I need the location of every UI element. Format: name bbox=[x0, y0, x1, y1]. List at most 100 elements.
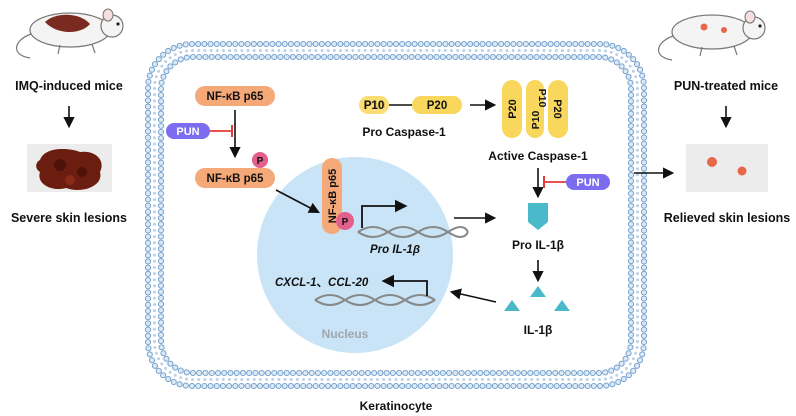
membrane-lipid-head bbox=[337, 382, 344, 390]
membrane-lipid-head bbox=[324, 40, 332, 48]
membrane-lipid-tail bbox=[437, 377, 441, 381]
membrane-lipid-tail bbox=[635, 167, 639, 171]
membrane-lipid-tail bbox=[153, 272, 157, 276]
membrane-lipid-head bbox=[144, 84, 152, 92]
membrane-lipid-head bbox=[633, 362, 641, 369]
membrane-lipid-tail bbox=[289, 377, 293, 381]
membrane-lipid-head bbox=[640, 190, 648, 197]
membrane-lipid-head bbox=[627, 79, 634, 86]
membrane-lipid-head bbox=[238, 40, 245, 48]
membrane-lipid-head bbox=[504, 382, 511, 390]
membrane-lipid-head bbox=[436, 382, 443, 390]
membrane-lipid-tail bbox=[153, 265, 157, 269]
membrane-lipid-head bbox=[264, 369, 272, 377]
membrane-lipid-head bbox=[312, 40, 319, 48]
membrane-lipid-tail bbox=[548, 48, 552, 52]
membrane-lipid-head bbox=[627, 104, 635, 111]
membrane-lipid-head bbox=[300, 40, 307, 48]
membrane-lipid-head bbox=[636, 66, 644, 73]
membrane-lipid-head bbox=[627, 147, 635, 154]
membrane-lipid-head bbox=[636, 357, 644, 364]
membrane-lipid-head bbox=[640, 320, 648, 327]
membrane-lipid-head bbox=[312, 382, 319, 390]
membrane-lipid-tail bbox=[215, 48, 219, 52]
pro-caspase-p10-text: P10 bbox=[364, 100, 384, 112]
pun-inhibitor-caspase-label: PUN bbox=[576, 177, 599, 189]
membrane-lipid-tail bbox=[603, 377, 607, 381]
membrane-lipid-head bbox=[144, 103, 152, 110]
membrane-lipid-tail bbox=[493, 377, 497, 381]
membrane-lipid-head bbox=[256, 40, 264, 48]
membrane-lipid-tail bbox=[635, 204, 639, 208]
membrane-lipid-tail bbox=[635, 99, 639, 103]
membrane-lipid-head bbox=[269, 40, 276, 48]
membrane-lipid-head bbox=[577, 53, 584, 61]
membrane-lipid-head bbox=[157, 331, 165, 338]
membrane-lipid-tail bbox=[474, 377, 478, 381]
membrane-lipid-head bbox=[343, 40, 350, 48]
membrane-lipid-head bbox=[214, 369, 222, 377]
membrane-lipid-tail bbox=[585, 377, 589, 381]
membrane-lipid-head bbox=[553, 382, 560, 390]
membrane-lipid-head bbox=[355, 382, 362, 390]
membrane-lipid-tail bbox=[179, 376, 183, 380]
membrane-lipid-head bbox=[627, 325, 635, 332]
membrane-lipid-head bbox=[157, 288, 165, 295]
membrane-lipid-head bbox=[639, 351, 646, 358]
membrane-lipid-tail bbox=[635, 93, 639, 97]
membrane-lipid-head bbox=[374, 382, 381, 390]
membrane-lipid-tail bbox=[153, 87, 157, 91]
membrane-lipid-head bbox=[639, 72, 646, 79]
membrane-lipid-tail bbox=[628, 64, 632, 68]
membrane-lipid-head bbox=[609, 381, 616, 388]
membrane-lipid-head bbox=[383, 53, 390, 61]
membrane-lipid-head bbox=[622, 355, 629, 362]
membrane-lipid-head bbox=[640, 146, 648, 153]
membrane-lipid-head bbox=[314, 369, 321, 377]
membrane-lipid-head bbox=[640, 258, 648, 265]
membrane-lipid-head bbox=[213, 382, 220, 390]
membrane-lipid-head bbox=[148, 66, 156, 73]
membrane-lipid-head bbox=[620, 375, 627, 383]
membrane-lipid-head bbox=[464, 369, 471, 377]
membrane-lipid-head bbox=[564, 53, 571, 61]
pro-il1b-gene-label: Pro IL-1β bbox=[370, 244, 420, 256]
membrane-lipid-head bbox=[627, 178, 635, 185]
membrane-lipid-tail bbox=[499, 377, 503, 381]
membrane-lipid-head bbox=[522, 382, 529, 390]
membrane-lipid-tail bbox=[153, 148, 157, 152]
membrane-lipid-tail bbox=[369, 48, 373, 52]
membrane-lipid-tail bbox=[388, 48, 392, 52]
nfkb-p65-nuclear bbox=[322, 158, 342, 234]
membrane-lipid-tail bbox=[468, 377, 472, 381]
membrane-lipid-tail bbox=[153, 99, 157, 103]
membrane-lipid-head bbox=[622, 68, 629, 75]
membrane-lipid-head bbox=[627, 313, 635, 320]
membrane-lipid-head bbox=[352, 53, 359, 61]
membrane-lipid-head bbox=[489, 369, 496, 377]
membrane-lipid-head bbox=[196, 53, 203, 61]
membrane-lipid-tail bbox=[400, 377, 404, 381]
membrane-lipid-head bbox=[157, 221, 165, 228]
membrane-lipid-head bbox=[368, 382, 375, 390]
membrane-lipid-head bbox=[157, 337, 165, 345]
membrane-lipid-head bbox=[239, 369, 247, 377]
membrane-lipid-head bbox=[640, 215, 648, 222]
nfkb-p65-nuclear-label: NF-κB p65 bbox=[327, 169, 339, 223]
membrane-lipid-tail bbox=[153, 204, 157, 208]
membrane-lipid-head bbox=[271, 53, 278, 61]
membrane-lipid-head bbox=[510, 382, 517, 390]
membrane-lipid-head bbox=[583, 369, 590, 377]
pun-inhibitor-nfkb bbox=[166, 123, 210, 139]
membrane-lipid-head bbox=[308, 53, 315, 61]
membrane-lipid-head bbox=[558, 53, 565, 61]
membrane-lipid-tail bbox=[635, 247, 639, 251]
membrane-lipid-head bbox=[627, 202, 635, 209]
membrane-lipid-head bbox=[439, 369, 446, 377]
membrane-lipid-tail bbox=[153, 327, 157, 331]
membrane-lipid-head bbox=[202, 369, 209, 377]
pro-caspase-p10-box bbox=[359, 96, 389, 114]
chemokine-separator: 、 bbox=[317, 277, 329, 289]
phospho-cytoplasm-label: P bbox=[257, 156, 264, 167]
membrane-lipid-head bbox=[417, 382, 424, 390]
